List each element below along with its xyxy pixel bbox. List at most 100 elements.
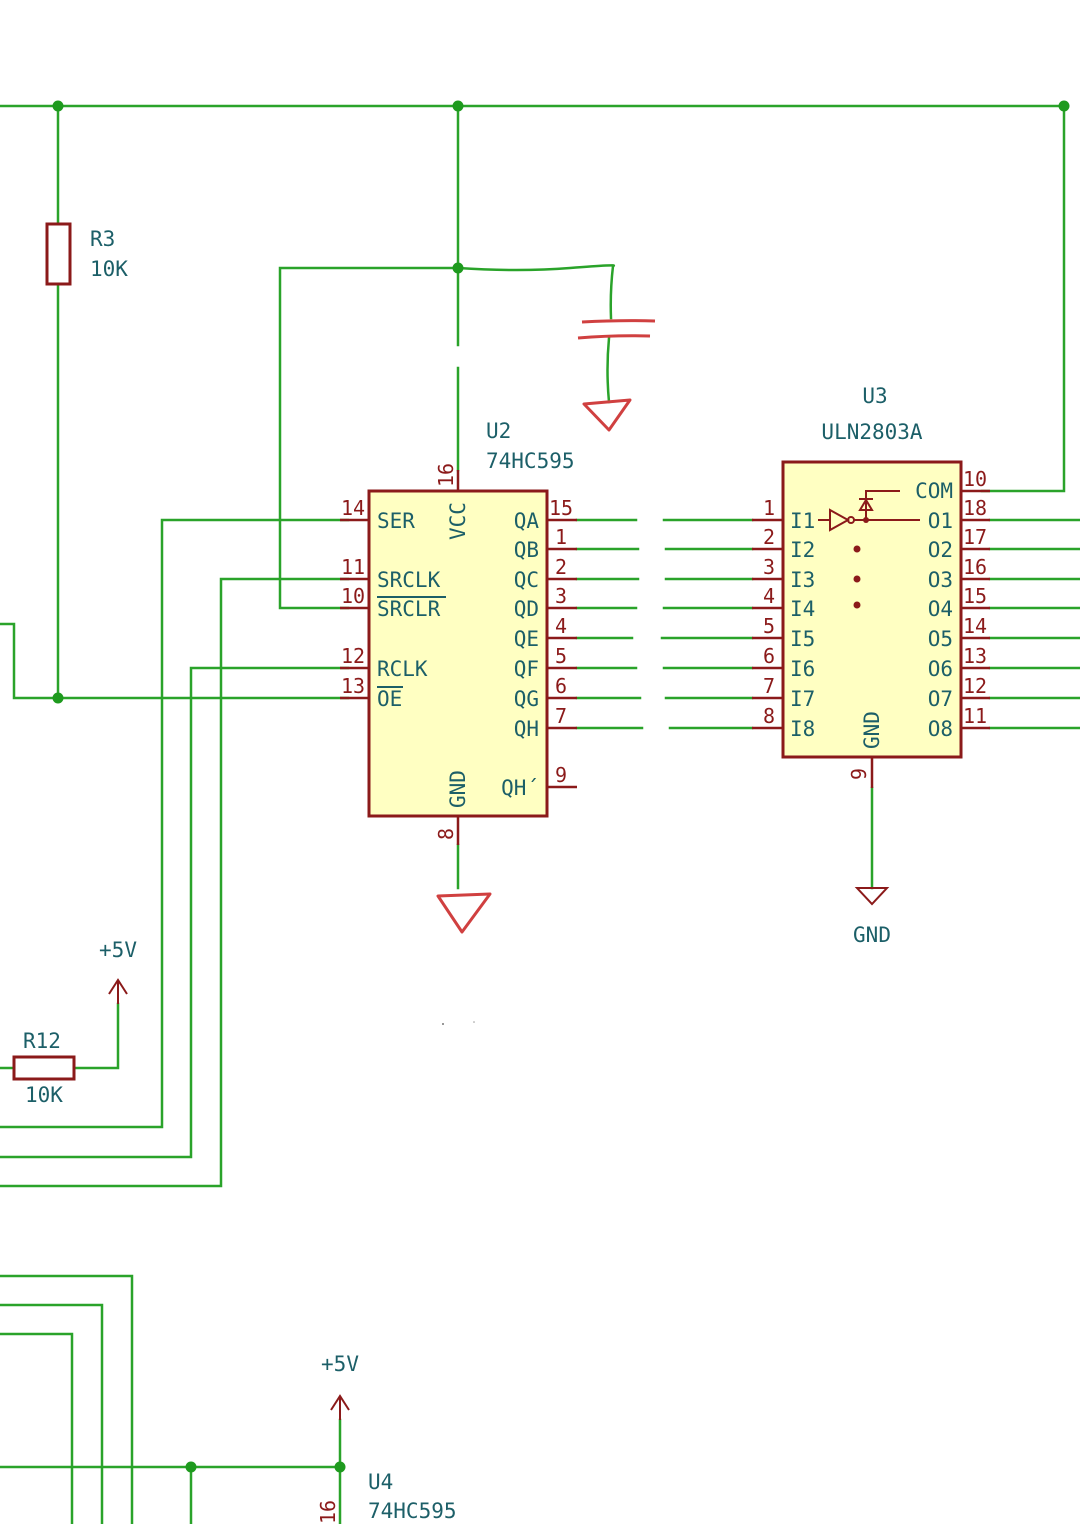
cap-plate-bottom xyxy=(577,334,651,340)
cap-ground-icon xyxy=(582,398,632,432)
u2-pin-num: 14 xyxy=(341,496,365,520)
u4-value: 74HC595 xyxy=(368,1499,457,1523)
u3-pin-num: 16 xyxy=(963,555,987,579)
junction-dot xyxy=(334,1461,346,1473)
u3-pin-num: 18 xyxy=(963,496,987,520)
cap-bottom-wire[interactable] xyxy=(606,336,611,404)
u2-pin-num: 1 xyxy=(555,525,567,549)
junction-dot xyxy=(185,1461,197,1473)
ic-u2[interactable]: U2 74HC595 16 VCC 8 GND 14 SER 11 SRCLK … xyxy=(340,419,577,845)
u3-pin-name: O4 xyxy=(928,597,953,621)
u2-pin-name: QD xyxy=(514,597,539,621)
u3-pin-name: I7 xyxy=(790,687,815,711)
vcc-arrow-icon xyxy=(108,978,128,1004)
u3-gnd-num: 9 xyxy=(847,768,871,780)
ic-u3[interactable]: U3 ULN2803A 10 COM 9 GND 1 I1 xyxy=(752,384,990,788)
u3-pin-name: I6 xyxy=(790,657,815,681)
resistor-r12[interactable]: R12 10K xyxy=(12,1029,76,1107)
u2-ref: U2 xyxy=(486,419,511,443)
lower-wire-1[interactable] xyxy=(0,1274,134,1524)
u3-pin-name: O7 xyxy=(928,687,953,711)
diode-triangle xyxy=(858,498,874,511)
u3-com-num: 10 xyxy=(963,467,987,491)
u2-pin-name: SER xyxy=(377,509,415,533)
cap-top-wire[interactable] xyxy=(456,264,616,320)
u2-pin-num: 15 xyxy=(549,496,573,520)
speck xyxy=(442,1023,444,1025)
srclr-wire[interactable] xyxy=(278,266,460,610)
r12-right-wire[interactable] xyxy=(72,1002,120,1070)
u2-ground-icon xyxy=(436,892,492,934)
u3-pin-num: 14 xyxy=(963,614,987,638)
u2-pin-num: 7 xyxy=(555,704,567,728)
u2-pin-name: QA xyxy=(514,509,540,533)
ellipsis-dot xyxy=(853,601,861,609)
u2-pin8-num: 8 xyxy=(434,828,458,840)
u3-pin-name: I3 xyxy=(790,568,815,592)
com-wire[interactable] xyxy=(980,104,1066,493)
resistor-r3[interactable]: R3 10K xyxy=(45,222,128,286)
buffer-triangle xyxy=(829,508,851,532)
vcc-arrow-icon xyxy=(330,1394,350,1420)
u3-right-pins: 18 O1 17 O2 16 O3 15 O4 14 O5 13 O6 12 O… xyxy=(928,496,990,741)
u3-pin-num: 17 xyxy=(963,525,987,549)
junction-dot xyxy=(1058,100,1070,112)
cap-plate-top xyxy=(581,319,656,324)
oe-wire[interactable] xyxy=(0,622,350,700)
r3-body xyxy=(45,222,72,286)
u3-ref: U3 xyxy=(862,384,887,408)
vcc-symbol-2[interactable]: +5V xyxy=(321,1352,359,1420)
r3-value: 10K xyxy=(90,257,128,281)
wires xyxy=(0,104,1080,1524)
u2-pin-num: 6 xyxy=(555,674,567,698)
u3-pin-num: 15 xyxy=(963,584,987,608)
u2-left-pins: 14 SER 11 SRCLK 10 SRCLR 12 RCLK 13 OE xyxy=(340,496,446,711)
u2-pin-name: QE xyxy=(514,627,539,651)
u2-pin-num: 13 xyxy=(341,674,365,698)
lower-wire-2[interactable] xyxy=(0,1303,104,1524)
capacitor-symbol[interactable] xyxy=(577,319,656,340)
u3-pin-num: 8 xyxy=(763,704,775,728)
u3-pin-num: 4 xyxy=(763,584,775,608)
u2-pin-name: SRCLK xyxy=(377,568,441,592)
u3-pin-num: 3 xyxy=(763,555,775,579)
u2-body xyxy=(367,489,549,818)
u3-pin-name: I1 xyxy=(790,509,815,533)
ellipsis-dot xyxy=(853,545,861,553)
r12-ref: R12 xyxy=(23,1029,61,1053)
srclk-wire[interactable] xyxy=(0,577,350,1188)
u2-pin-num: 11 xyxy=(341,555,365,579)
u3-pin-name: I5 xyxy=(790,627,815,651)
r12-value: 10K xyxy=(25,1083,63,1107)
lower-wire-3[interactable] xyxy=(0,1332,74,1524)
u3-pin-name: O6 xyxy=(928,657,953,681)
ser-wire[interactable] xyxy=(0,518,350,1129)
u3-pin-name: I2 xyxy=(790,538,815,562)
u2-pin-name: QH xyxy=(514,717,539,741)
junction-dot xyxy=(452,262,464,274)
u3-pin-num: 12 xyxy=(963,674,987,698)
u3-ground-symbol[interactable]: GND xyxy=(853,887,891,947)
u2-pin-num: 2 xyxy=(555,555,567,579)
rclk-wire[interactable] xyxy=(0,666,350,1159)
u3-pin-name: I8 xyxy=(790,717,815,741)
junction-dot xyxy=(52,100,64,112)
u2-pin-name: SRCLR xyxy=(377,597,441,621)
u2-pin-name: QC xyxy=(514,568,539,592)
u3-pin-num: 1 xyxy=(763,496,775,520)
u2-pin-num: 12 xyxy=(341,644,365,668)
u2-pin16-num: 16 xyxy=(434,463,458,487)
r3-ref: R3 xyxy=(90,227,115,251)
u4-pin16-num: 16 xyxy=(316,1500,340,1524)
u2-pin-num: 4 xyxy=(555,614,567,638)
u2-pin-num: 3 xyxy=(555,584,567,608)
u3-pin-name: I4 xyxy=(790,597,815,621)
darlington-icon xyxy=(818,490,920,609)
u2-pin-num: 9 xyxy=(555,763,567,787)
u2-pin-name: OE xyxy=(377,687,402,711)
ic-u4[interactable]: U4 74HC595 16 xyxy=(316,1470,457,1524)
vcc-symbol-1[interactable]: +5V xyxy=(99,938,137,1004)
u2-pin-num: 5 xyxy=(555,644,567,668)
u3-pin-num: 7 xyxy=(763,674,775,698)
u4-ref: U4 xyxy=(368,1470,393,1494)
